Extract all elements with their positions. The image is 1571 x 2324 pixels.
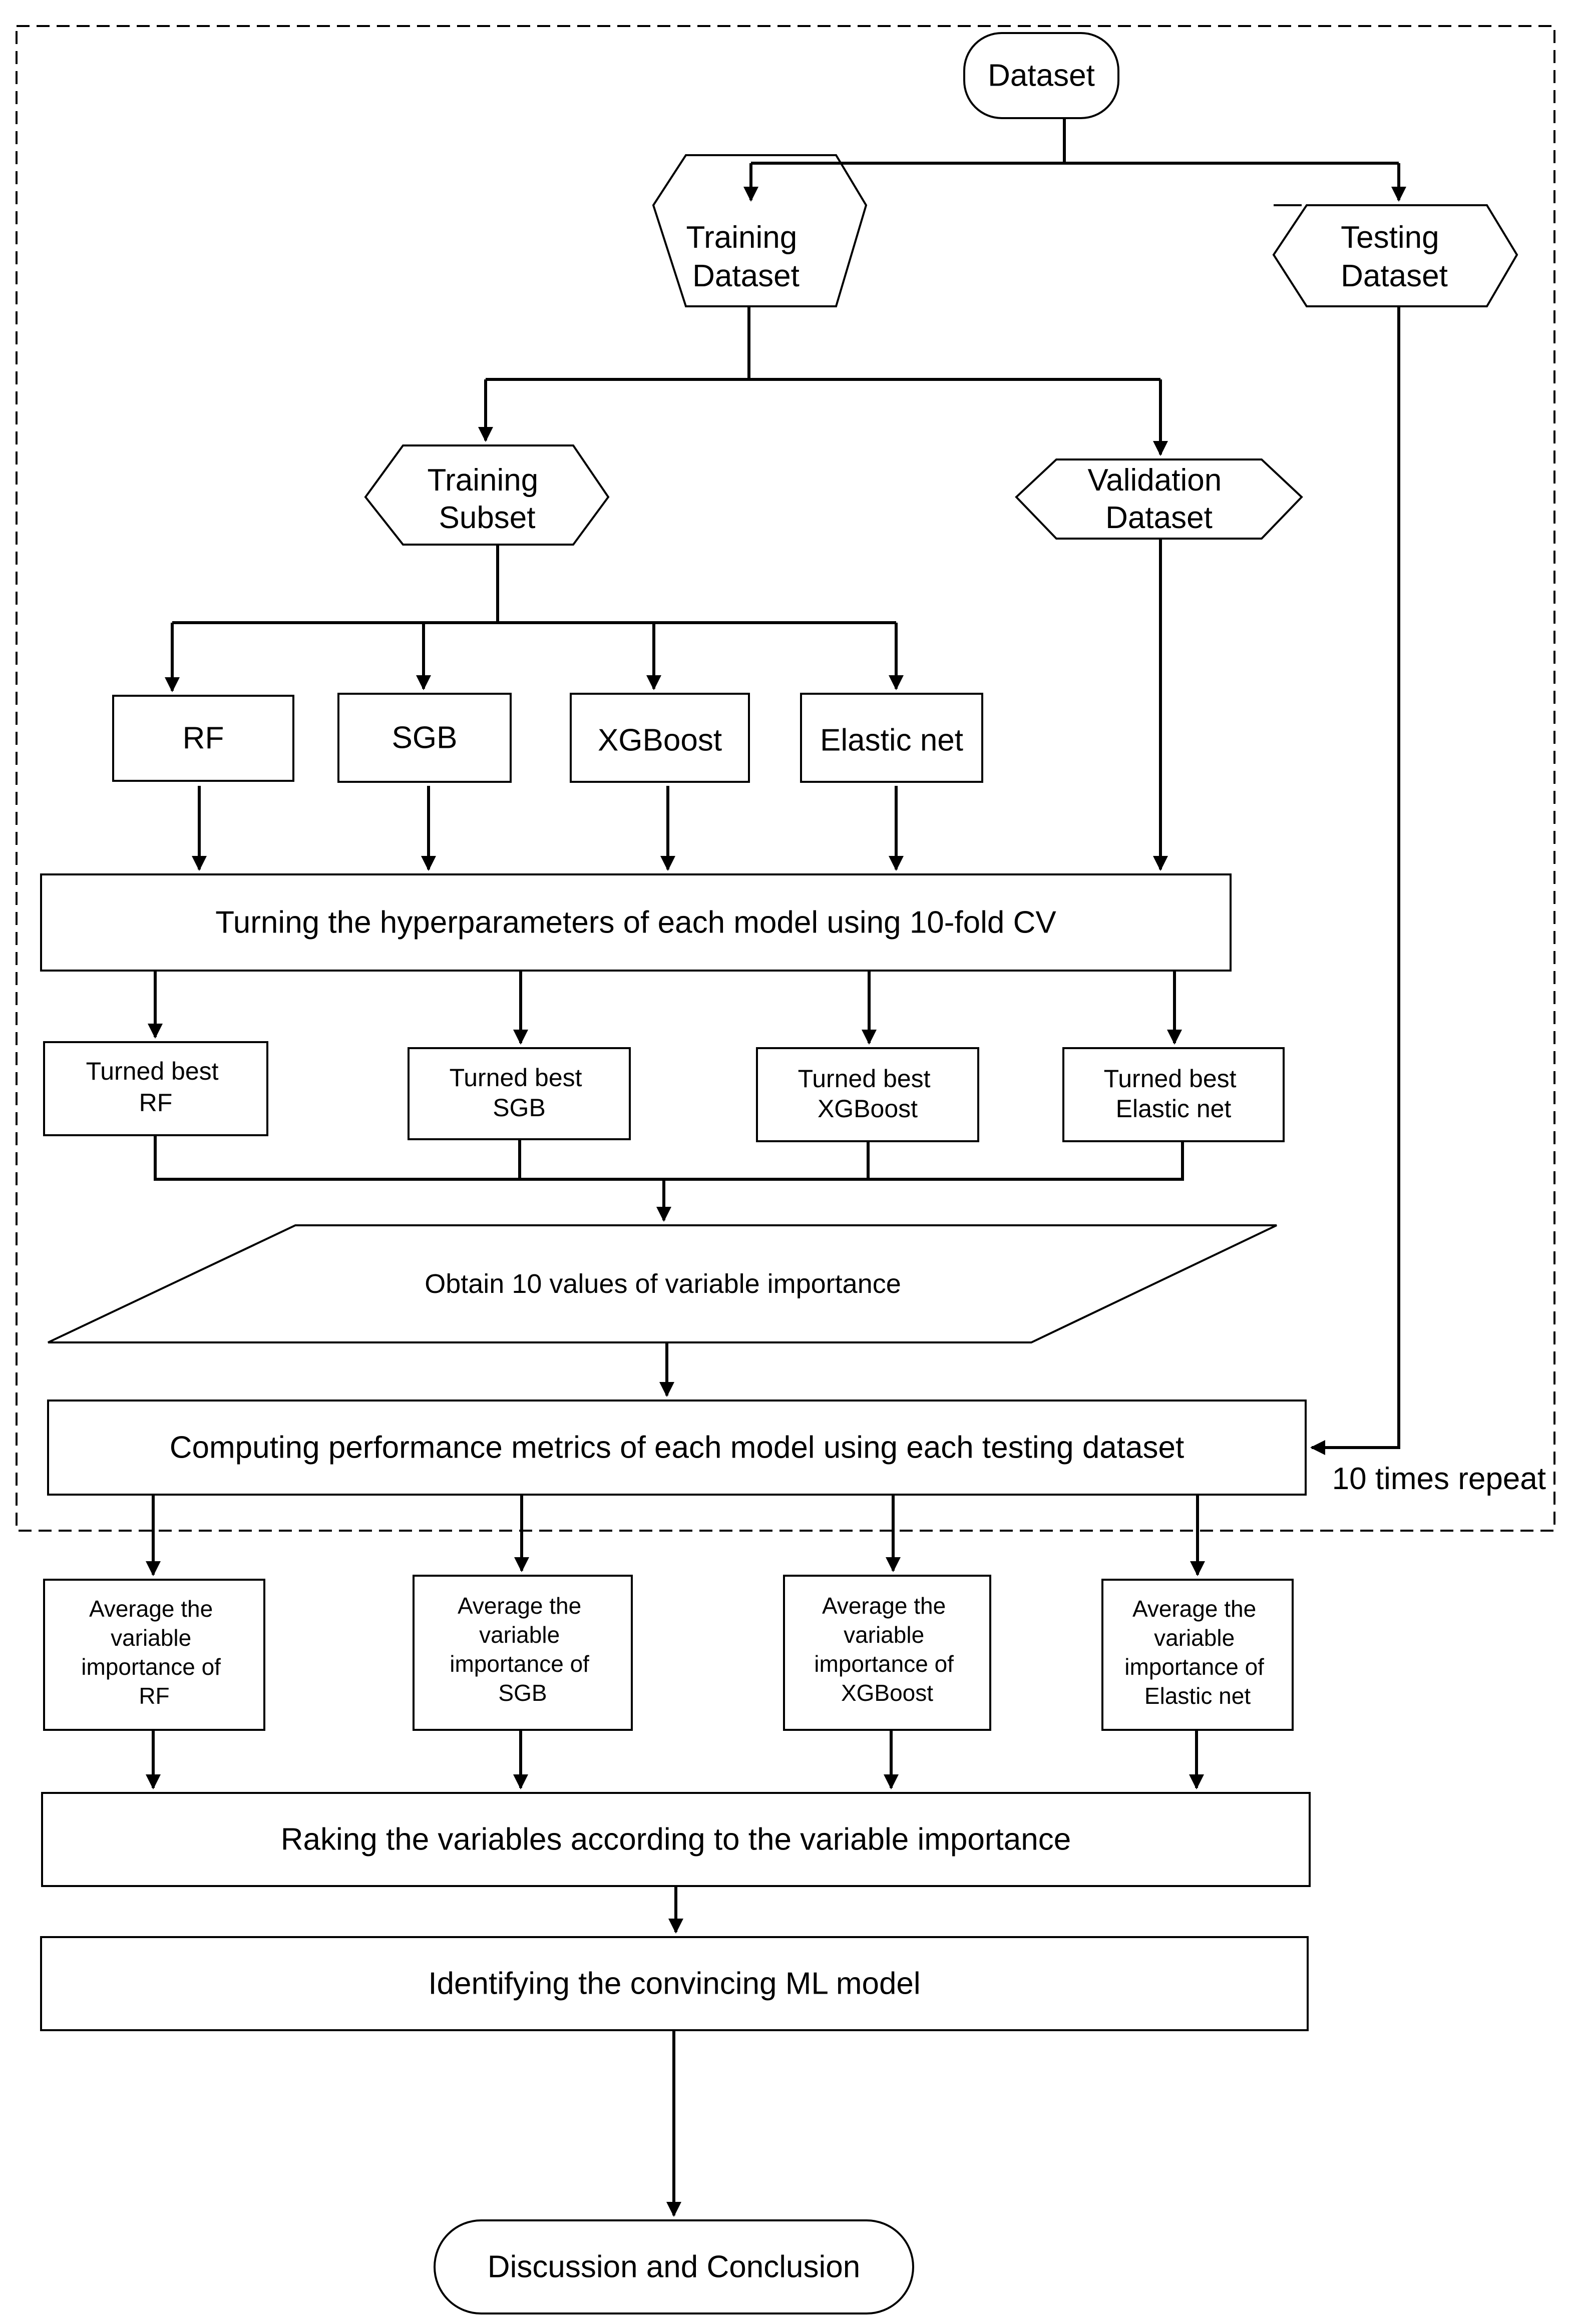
svg-text:Turned best Elastic net: Turned best Elastic net [1104, 1065, 1244, 1123]
average-box-rf: Average the variable importance of RF [43, 1579, 265, 1731]
best-box-rf: Turned best RF [43, 1041, 268, 1136]
model-box-rf: RF [112, 695, 294, 782]
svg-text:RF: RF [183, 721, 224, 756]
validation-dataset-node: Validation Dataset [1015, 458, 1303, 540]
svg-text:Discussion and Conclusion: Discussion and Conclusion [488, 2250, 860, 2284]
testing-dataset-label: Testing Dataset [1341, 220, 1448, 293]
repeat-boundary [16, 25, 1555, 1532]
dataset-label: Dataset [988, 59, 1095, 93]
obtain-importance-node: Obtain 10 values of variable importance [48, 1224, 1277, 1343]
svg-text:Turned best SGB: Turned best SGB [450, 1064, 589, 1122]
conclusion-node: Discussion and Conclusion [434, 2219, 914, 2314]
dataset-node: Dataset [963, 32, 1119, 119]
best-box-xgboost: Turned best XGBoost [756, 1047, 979, 1142]
identify-box: Identifying the convincing ML model [40, 1936, 1309, 2031]
training-subset-node: Training Subset [364, 444, 610, 546]
svg-text:Average the variable: Average the variable importance of SGB [450, 1593, 595, 1706]
svg-text:Obtain 10 values of variable: Obtain 10 values of variable importance [425, 1269, 901, 1299]
computing-metrics-box: Computing performance metrics of each mo… [47, 1400, 1307, 1496]
svg-text:XGBoost: XGBoost [598, 723, 722, 758]
connectors [146, 118, 1406, 2217]
ranking-box: Raking the variables according to the va… [41, 1792, 1311, 1887]
average-box-sgb: Average the variable importance of SGB [413, 1575, 633, 1731]
svg-text:Turning the hyperparameters of: Turning the hyperparameters of each mode… [215, 905, 1056, 940]
model-box-sgb: SGB [337, 693, 512, 783]
svg-text:SGB: SGB [392, 721, 458, 755]
best-box-sgb: Turned best SGB [408, 1047, 631, 1140]
tuning-box: Turning the hyperparameters of each mode… [40, 873, 1232, 972]
model-box-elastic-net: Elastic net [800, 693, 983, 783]
training-dataset-node: Training Dataset [652, 154, 868, 307]
svg-text:Average the variable: Average the variable importance of RF [81, 1596, 227, 1709]
svg-text:Turned best XGBoost: Turned best XGBoost [798, 1065, 938, 1123]
svg-text:Computing performance metrics: Computing performance metrics of each mo… [170, 1431, 1184, 1465]
repeat-label: 10 times repeat [1332, 1462, 1546, 1496]
training-subset-label: Training Subset [428, 463, 547, 535]
svg-text:Elastic net: Elastic net [820, 723, 963, 758]
svg-text:Turned best RF: Turned best RF [86, 1057, 226, 1117]
average-box-elastic-net: Average the variable importance of Elast… [1101, 1579, 1294, 1731]
best-box-elastic-net: Turned best Elastic net [1062, 1047, 1285, 1142]
svg-text:Average the variable: Average the variable importance of Elast… [1124, 1596, 1270, 1709]
validation-dataset-label: Validation Dataset [1088, 463, 1231, 535]
testing-dataset-node: Testing Dataset [1272, 204, 1518, 307]
svg-text:Identifying the convincing ML: Identifying the convincing ML model [428, 1967, 920, 2001]
svg-text:Average the variable: Average the variable importance of XGBoo… [814, 1593, 960, 1706]
average-box-xgboost: Average the variable importance of XGBoo… [783, 1575, 991, 1731]
arrow-testing-to-computing [1310, 306, 1400, 1455]
svg-text:Raking the variables according: Raking the variables according to the va… [281, 1822, 1071, 1857]
training-dataset-label: Training Dataset [686, 220, 806, 293]
model-box-xgboost: XGBoost [570, 693, 750, 783]
